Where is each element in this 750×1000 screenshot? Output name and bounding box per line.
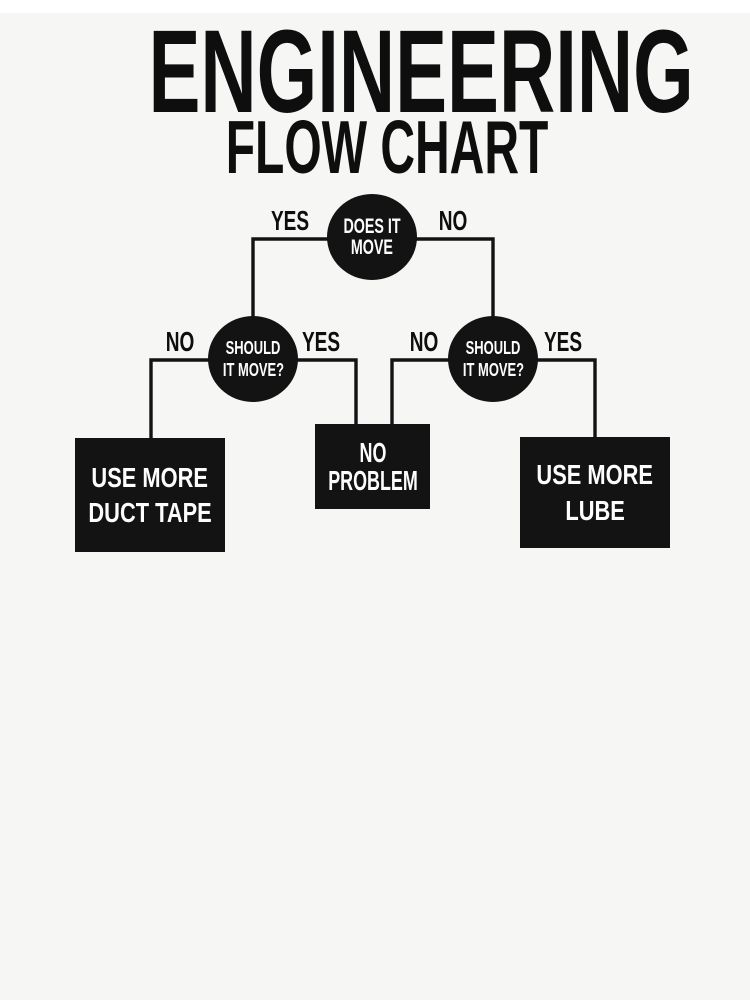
result-box-use-more-lube: USE MORE LUBE xyxy=(520,437,670,548)
decision-node-text-line1: DOES IT xyxy=(343,215,401,238)
result-box-use-more-duct-tape: USE MORE DUCT TAPE xyxy=(75,438,225,552)
page-title: ENGINEERING xyxy=(0,13,750,131)
decision-node-should-it-move-left: SHOULD IT MOVE? xyxy=(208,316,298,402)
decision-node-text-line2: MOVE xyxy=(350,236,394,259)
result-box-text-line2: PROBLEM xyxy=(327,464,418,496)
decision-node-text-line2: IT MOVE? xyxy=(222,360,284,380)
branch-label-root-no: NO xyxy=(438,205,468,236)
branch-label-left-yes: YES xyxy=(301,326,341,357)
subtitle-text: FLOW CHART xyxy=(225,105,549,189)
branch-label-root-yes: YES xyxy=(270,205,310,236)
result-box-text-line1: USE MORE xyxy=(536,458,654,490)
branch-label-left-no: NO xyxy=(165,326,195,357)
result-box-text-line1: NO xyxy=(359,436,386,468)
result-box-text-line2: LUBE xyxy=(565,494,625,526)
top-white-band xyxy=(0,0,750,13)
title-text: ENGINEERING xyxy=(148,6,694,138)
result-box-no-problem: NO PROBLEM xyxy=(315,424,430,509)
branch-label-right-yes: YES xyxy=(543,326,583,357)
result-box-text-line1: USE MORE xyxy=(91,462,209,493)
decision-node-text-line1: SHOULD xyxy=(225,338,281,358)
page-subtitle: FLOW CHART xyxy=(0,110,750,185)
decision-node-does-it-move: DOES IT MOVE xyxy=(327,194,417,280)
decision-node-text-line2: IT MOVE? xyxy=(462,360,524,380)
branch-label-right-no: NO xyxy=(409,326,439,357)
result-box-text-line2: DUCT TAPE xyxy=(88,497,212,528)
decision-node-should-it-move-right: SHOULD IT MOVE? xyxy=(448,316,538,402)
decision-node-text-line1: SHOULD xyxy=(465,338,521,358)
